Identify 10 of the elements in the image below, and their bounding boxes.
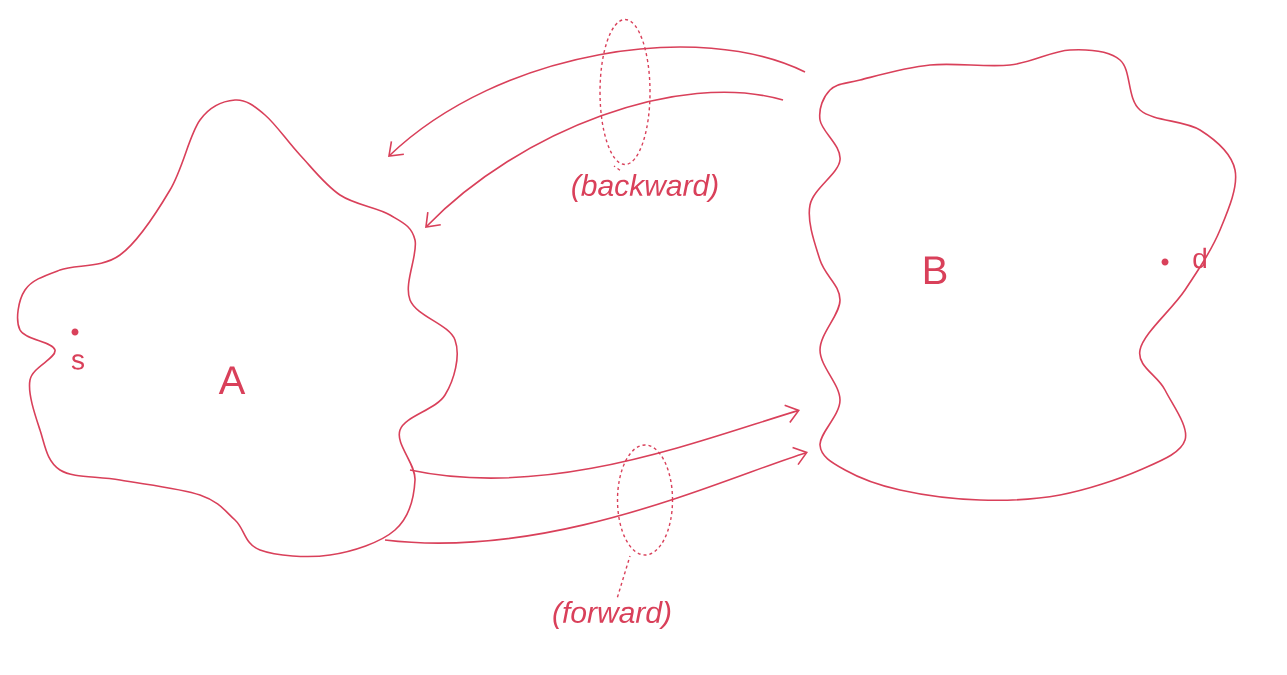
- leader-line: [599, 18, 651, 171]
- annotation-text: (backward): [572, 174, 718, 202]
- arrow: [384, 446, 808, 544]
- point-label: s: [71, 328, 84, 370]
- arrow: [388, 46, 806, 157]
- leader-line: [616, 444, 674, 598]
- annotation-text: (forward): [553, 601, 671, 629]
- point-label: d: [1161, 247, 1206, 269]
- arrow: [409, 404, 800, 479]
- arrow: [425, 91, 784, 228]
